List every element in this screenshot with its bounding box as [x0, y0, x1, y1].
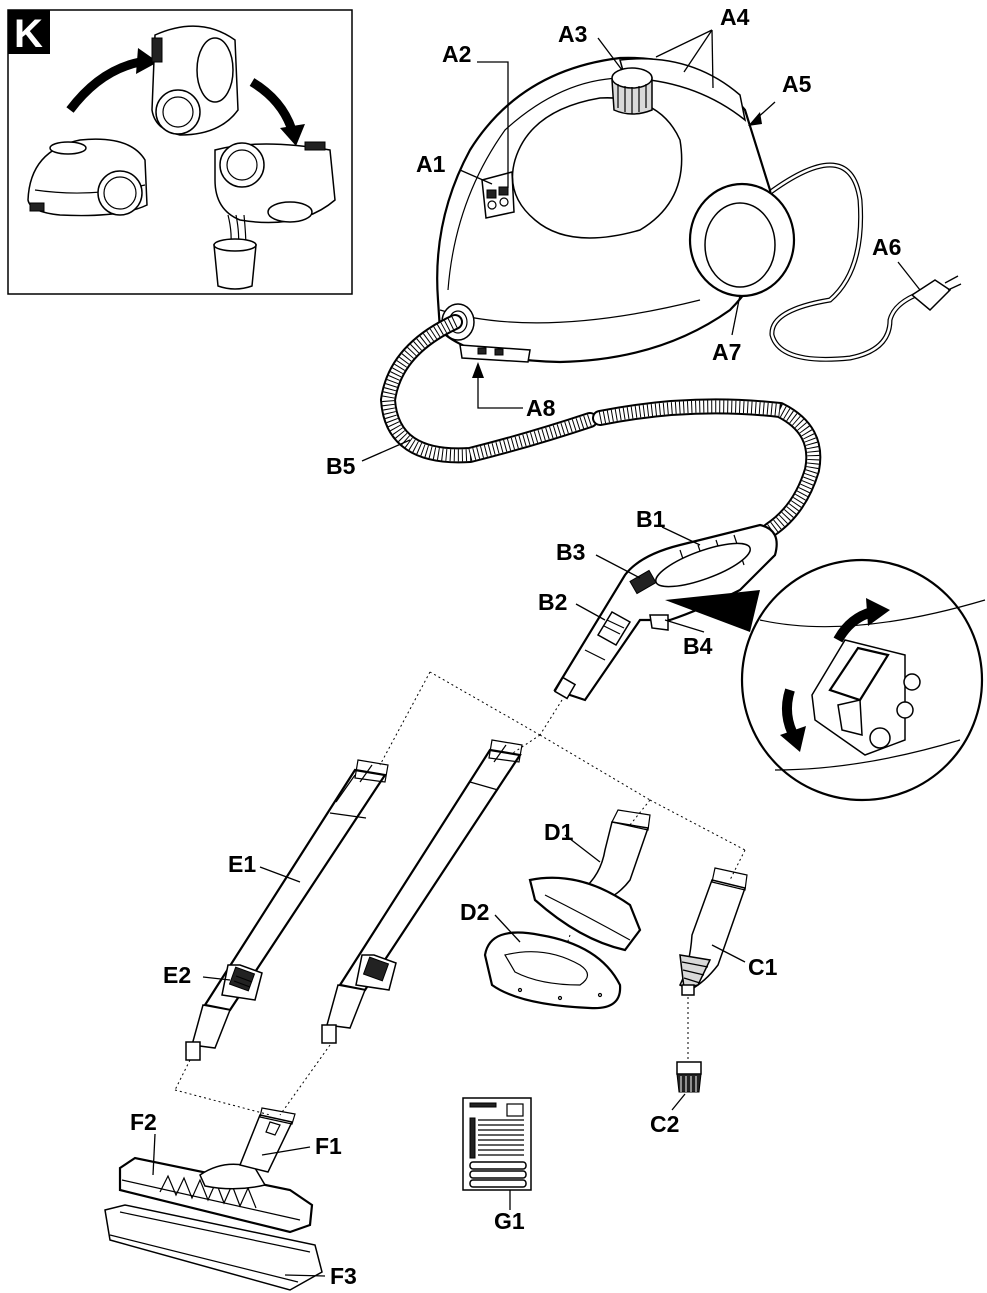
label-b1: B1: [636, 506, 666, 532]
inset-arrow-down: [249, 78, 297, 132]
trigger-detail-zoom: [665, 558, 986, 802]
floor-nozzle: [104, 1107, 323, 1291]
inset-letter-box: [8, 10, 50, 54]
label-g1: G1: [494, 1208, 525, 1234]
inset-letter: K: [14, 12, 43, 56]
extension-tube-right: [321, 739, 523, 1044]
inset-emptying-water: K: [7, 9, 353, 295]
label-f3: F3: [330, 1263, 357, 1289]
extension-tube-left: [185, 759, 389, 1061]
label-a5: A5: [782, 71, 812, 97]
label-b3: B3: [556, 539, 585, 565]
label-a1: A1: [416, 151, 446, 177]
wheel: [688, 182, 796, 298]
hand-nozzle: [528, 809, 651, 952]
inset-cleaner-tilted: [151, 25, 239, 136]
leader-lines: [152, 29, 921, 1277]
steam-cleaner-body: [436, 56, 962, 364]
power-plug: [910, 275, 962, 312]
label-c2: C2: [650, 1111, 679, 1137]
label-b4: B4: [683, 633, 713, 659]
inset-cleaner-upright: [27, 138, 148, 217]
label-d2: D2: [460, 899, 489, 925]
inset-cup: [213, 238, 257, 290]
label-b5: B5: [326, 453, 356, 479]
steam-gun: [553, 523, 778, 702]
assembly-guide-lines: [174, 671, 746, 1116]
label-a3: A3: [558, 21, 587, 47]
inset-cleaner-pouring: [214, 141, 336, 251]
part-labels: A1 A2 A3 A4 A5 A6 A7 A8 B1 B2 B3 B4 B5 C…: [130, 4, 901, 1289]
label-d1: D1: [544, 819, 574, 845]
safety-cap: [611, 67, 653, 115]
label-c1: C1: [748, 954, 778, 980]
detail-nozzle: [678, 867, 748, 996]
label-e1: E1: [228, 851, 256, 877]
inset-arrow-up: [66, 57, 141, 113]
label-f2: F2: [130, 1109, 157, 1135]
label-a4: A4: [720, 4, 750, 30]
label-f1: F1: [315, 1133, 342, 1159]
label-a8: A8: [526, 395, 556, 421]
steam-hose: [379, 314, 822, 538]
label-b2: B2: [538, 589, 567, 615]
microfibre-cover: [483, 931, 622, 1010]
round-brush: [676, 1061, 702, 1093]
label-a7: A7: [712, 339, 741, 365]
label-e2: E2: [163, 962, 191, 988]
operating-manual: [462, 1097, 532, 1191]
label-a6: A6: [872, 234, 901, 260]
control-lamps: [481, 171, 515, 219]
label-a2: A2: [442, 41, 471, 67]
